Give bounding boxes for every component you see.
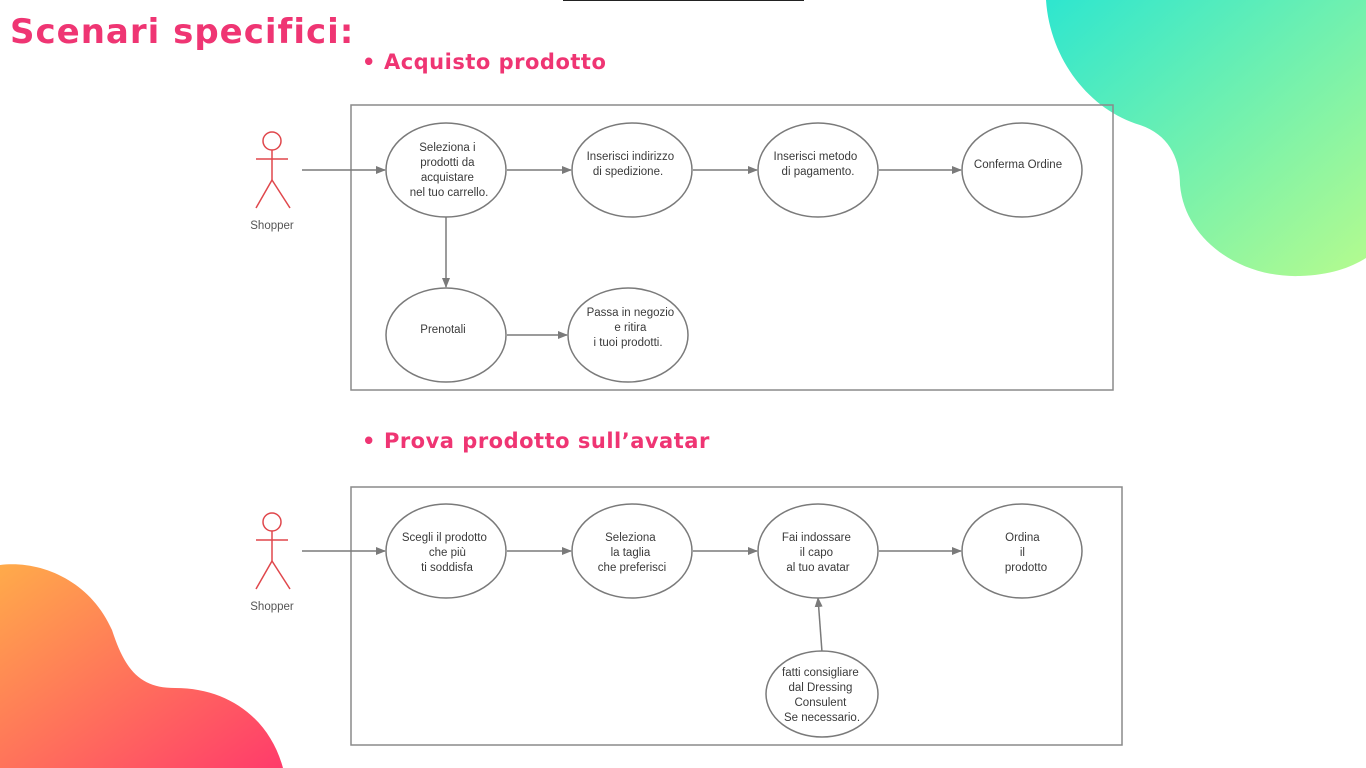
node-m2: Seleziona la taglia che preferisci (571, 503, 693, 599)
svg-text:Conferma Ordine: Conferma Ordine (974, 159, 1062, 171)
node-m3: Fai indossare il capo al tuo avatar (757, 503, 879, 599)
node-m4: Ordina il prodotto (961, 503, 1083, 599)
svg-text:Fai indossare il capo: Fai indossare il capo al tuo avatar (782, 532, 854, 574)
svg-text:Seleziona la taglia: Seleziona la taglia che preferisci (598, 532, 666, 574)
actor-shopper (255, 131, 291, 209)
bullet-icon: • (362, 429, 376, 453)
node-n3: Inserisci metodo di pagamento. (757, 122, 879, 218)
svg-text:Scegli il prodotto che p: Scegli il prodotto che più ti soddisfa (402, 532, 490, 574)
system-boundary-acquisto (350, 104, 1114, 391)
top-divider (563, 0, 804, 1)
actor-label: Shopper (250, 601, 294, 613)
svg-text:Prenotali: Prenotali (420, 324, 465, 336)
page-title: Scenari specifici: (10, 12, 355, 52)
svg-text:Seleziona i prodotti da: Seleziona i prodotti da acquistare nel t… (410, 142, 489, 199)
edge-m5-m3 (814, 597, 823, 653)
actor-shopper (255, 512, 291, 590)
section-heading-acquisto: • Acquisto prodotto (362, 50, 606, 74)
node-m5: fatti consigliare dal Dressing Consulent… (765, 650, 879, 738)
svg-text:Inserisci metodo di paga: Inserisci metodo di pagamento. (774, 151, 861, 178)
node-n1: Seleziona i prodotti da acquistare nel t… (385, 122, 507, 218)
node-n4: Conferma Ordine (961, 122, 1083, 218)
svg-text:Inserisci indirizzo di s: Inserisci indirizzo di spedizione. (587, 151, 678, 178)
node-n6: Passa in negozio e ritira i tuoi prodott… (567, 287, 689, 383)
section-heading-label: Prova prodotto sull’avatar (383, 429, 710, 453)
svg-text:Ordina il prodotto: Ordina il prodotto (1005, 532, 1047, 574)
section-heading-label: Acquisto prodotto (383, 50, 607, 74)
node-n5: Prenotali (385, 287, 507, 383)
svg-text:Passa in negozio e ritir: Passa in negozio e ritira i tuoi prodott… (587, 307, 678, 349)
actor-label: Shopper (250, 220, 294, 232)
section-heading-avatar: • Prova prodotto sull’avatar (362, 429, 710, 453)
bullet-icon: • (362, 50, 376, 74)
svg-text:fatti consigliare dal Dr: fatti consigliare dal Dressing Consulent… (782, 667, 862, 724)
node-n2: Inserisci indirizzo di spedizione. (571, 122, 693, 218)
node-m1: Scegli il prodotto che più ti soddisfa (385, 503, 507, 599)
system-boundary-avatar (350, 486, 1123, 746)
